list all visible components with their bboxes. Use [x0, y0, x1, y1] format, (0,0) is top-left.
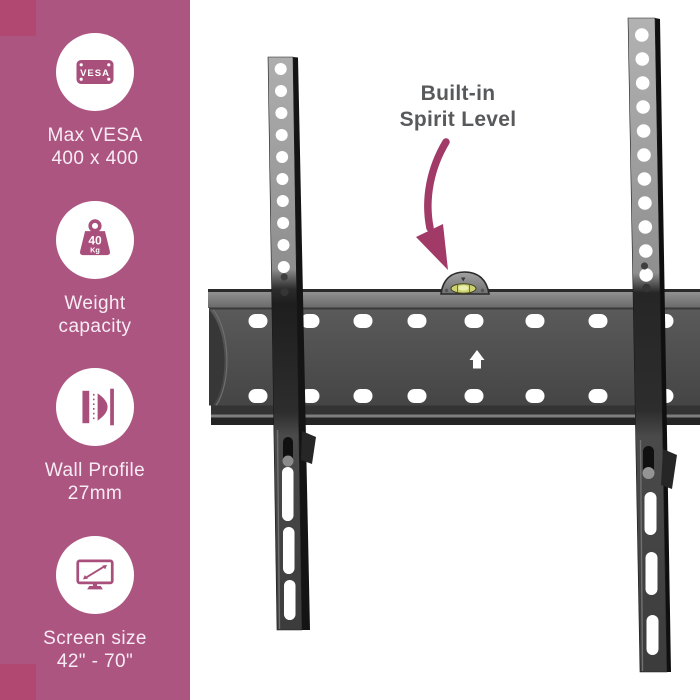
weight-icon-unit: Kg [90, 246, 100, 255]
feature-label: Screen size 42" - 70" [43, 628, 147, 672]
vesa-icon-text: VESA [80, 68, 110, 79]
feature-label: Wall Profile 27mm [44, 460, 146, 504]
vesa-plate-icon: VESA [76, 60, 114, 84]
annotation-arrow-icon [416, 138, 450, 270]
spirit-level [440, 271, 490, 295]
feature-weight-capacity: 40 Kg Weight capacity [0, 201, 190, 338]
feature-icon-circle: 40 Kg [56, 201, 134, 279]
up-arrow-cutout [469, 350, 485, 369]
screen-size-icon [76, 559, 114, 590]
feature-icon-circle: VESA [56, 33, 134, 111]
corner-accent-bottom [0, 664, 36, 700]
feature-max-vesa: VESA Max VESA 400 x 400 [0, 33, 190, 170]
feature-screen-size: Screen size 42" - 70" [0, 536, 190, 673]
annotation-line2: Spirit Level [399, 108, 517, 131]
annotation-line1: Built-in [420, 82, 496, 105]
feature-icon-circle [56, 536, 134, 614]
weight-icon: 40 Kg [80, 219, 110, 256]
right-rail [627, 17, 677, 673]
feature-label: Max VESA 400 x 400 [47, 125, 143, 169]
weight-icon-value: 40 [88, 234, 102, 248]
annotation-label: Built-in Spirit Level [368, 81, 548, 133]
feature-label: Weight capacity [58, 293, 132, 337]
feature-wall-profile: Wall Profile 27mm [0, 368, 190, 505]
feature-icon-circle [56, 368, 134, 446]
wall-profile-icon [82, 388, 114, 426]
left-rail [267, 56, 316, 631]
corner-accent-top [0, 0, 36, 36]
feature-sidebar: VESA Max VESA 400 x 400 40 Kg Weight cap… [0, 0, 190, 700]
